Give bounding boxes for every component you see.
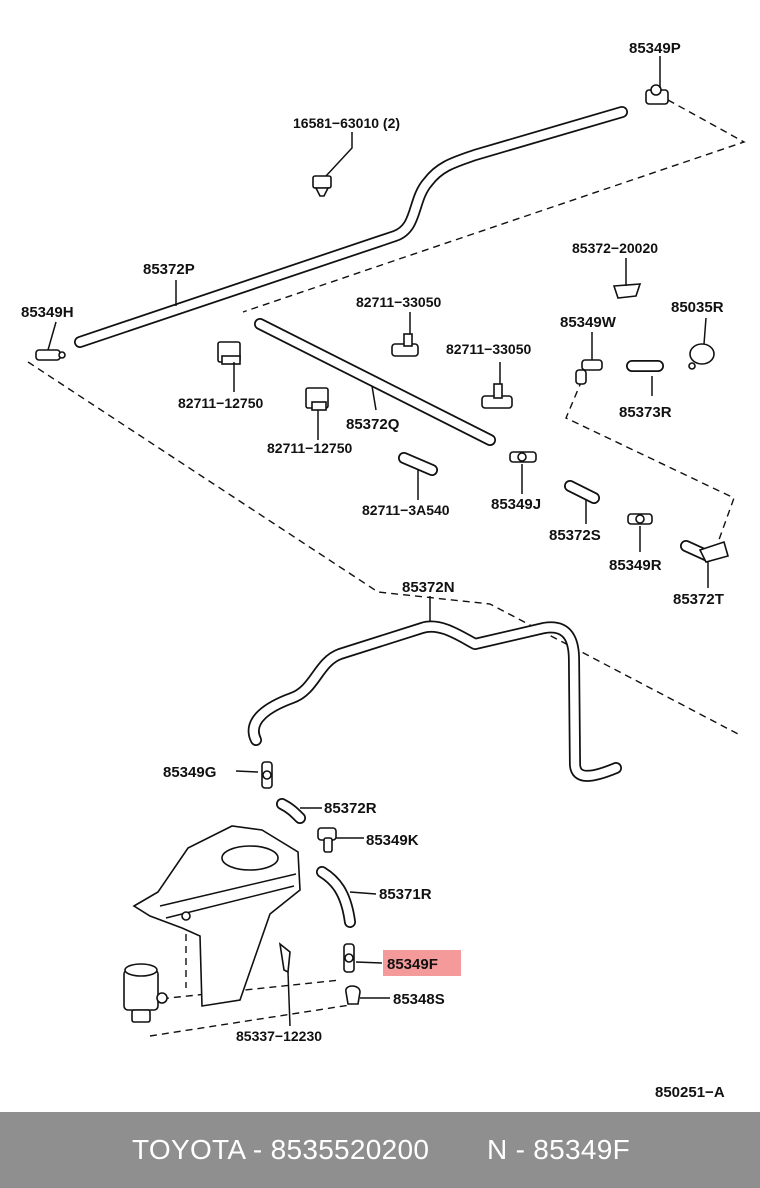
- clip-16581-63010: [312, 175, 332, 197]
- hose-82711-3A540: [398, 452, 438, 476]
- label-85371R: 85371R: [379, 886, 432, 903]
- clip-82711-33050b: [481, 383, 513, 409]
- clip-85372-20020: [612, 283, 642, 299]
- label-85349J: 85349J: [491, 496, 541, 513]
- hose-85372S: [564, 480, 600, 504]
- label-82711-12750a: 82711−12750: [178, 395, 263, 411]
- label-85337-12230: 85337−12230: [236, 1028, 322, 1044]
- label-85372N: 85372N: [402, 579, 455, 596]
- label-85349W: 85349W: [560, 314, 617, 331]
- connector-85349H: [35, 349, 66, 361]
- grommet-85348S: [345, 985, 361, 1005]
- connector-85349R: [627, 513, 653, 525]
- leader-lines: [47, 56, 709, 1027]
- label-85035R: 85035R: [671, 299, 724, 316]
- label-85372S: 85372S: [549, 527, 601, 544]
- connector-85349F: [343, 943, 355, 973]
- dashed-routing-lines: [27, 99, 746, 1037]
- label-16581-63010: 16581−63010 (2): [293, 115, 400, 131]
- clip-82711-12750a: [217, 341, 241, 365]
- hose-85371R: [316, 866, 356, 928]
- label-85349K: 85349K: [366, 832, 419, 849]
- part-labels: 85349P 16581−63010 (2) 85372P 85349H 827…: [21, 40, 725, 1101]
- label-85372T: 85372T: [673, 591, 724, 608]
- clip-82711-12750b: [305, 387, 329, 411]
- nozzle-85349P: [645, 84, 669, 105]
- label-85372-20020: 85372−20020: [572, 240, 658, 256]
- hose-85372N: [247, 620, 622, 782]
- label-82711-3A540: 82711−3A540: [362, 502, 450, 518]
- diagram-code: 850251−A: [655, 1084, 725, 1101]
- label-85372R: 85372R: [324, 800, 377, 817]
- clip-85337-12230: [278, 942, 291, 974]
- footer-bar: TOYOTA - 8535520200 N - 85349F: [0, 1112, 760, 1188]
- nozzle-85035R: [688, 343, 715, 370]
- label-85373R: 85373R: [619, 404, 672, 421]
- footer-brand-part-number: TOYOTA - 8535520200: [132, 1134, 430, 1165]
- label-85348S: 85348S: [393, 991, 445, 1008]
- washer-tank: [132, 825, 301, 1007]
- hose-85372P: [74, 106, 628, 348]
- label-82711-12750b: 82711−12750: [267, 440, 352, 456]
- label-85372Q: 85372Q: [346, 416, 400, 433]
- clip-82711-33050a: [391, 333, 419, 357]
- label-85349P: 85349P: [629, 40, 681, 57]
- washer-pump: [123, 963, 168, 1023]
- connector-85349G: [261, 761, 273, 789]
- connector-85349J: [509, 451, 537, 463]
- label-85349G: 85349G: [163, 764, 216, 781]
- label-85372P: 85372P: [143, 261, 195, 278]
- label-85349H: 85349H: [21, 304, 74, 321]
- label-85349F: 85349F: [387, 956, 438, 973]
- connector-85349K: [317, 827, 337, 853]
- label-85349R: 85349R: [609, 557, 662, 574]
- nozzle-85372T: [698, 540, 729, 563]
- highlight-85349F: [383, 950, 461, 976]
- small-hose-85372R-lower: [276, 798, 306, 824]
- label-82711-33050a: 82711−33050: [356, 294, 441, 310]
- parts-diagram: 85349P 16581−63010 (2) 85372P 85349H 827…: [21, 40, 746, 1101]
- hose-85372Q: [254, 318, 496, 446]
- label-82711-33050b: 82711−33050: [446, 341, 531, 357]
- footer-reference-number: N - 85349F: [487, 1134, 631, 1165]
- connector-85349W: [575, 359, 603, 385]
